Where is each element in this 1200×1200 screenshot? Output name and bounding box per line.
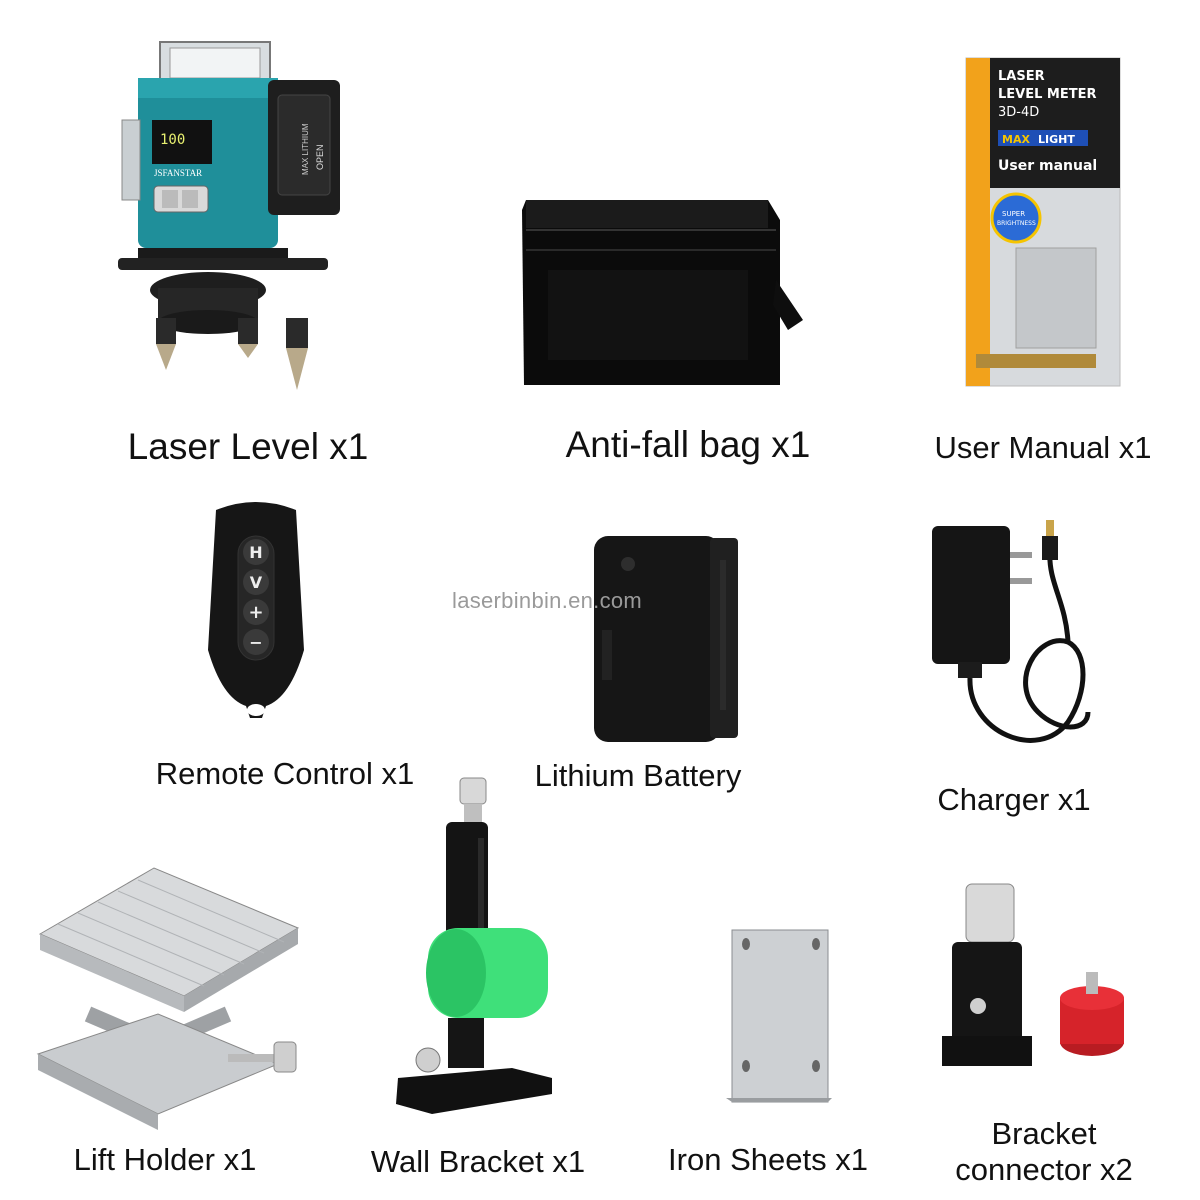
battery-label: Lithium Battery <box>534 758 742 793</box>
remote-control-product: H V + − <box>204 500 308 722</box>
iron-sheets-image <box>726 929 832 1103</box>
svg-text:MAX LITHIUM: MAX LITHIUM <box>301 123 310 175</box>
laser-level-label: Laser Level x1 <box>127 426 369 467</box>
svg-text:SUPER: SUPER <box>1002 210 1025 218</box>
svg-text:OPEN: OPEN <box>315 144 325 170</box>
svg-text:H: H <box>249 543 262 562</box>
svg-text:V: V <box>250 573 263 592</box>
svg-text:LASER: LASER <box>998 69 1045 84</box>
bracket-connector-label-line2: connector x2 <box>955 1151 1133 1187</box>
svg-text:LIGHT: LIGHT <box>1038 133 1075 146</box>
svg-text:LEVEL METER: LEVEL METER <box>998 87 1097 102</box>
remote-image: H V + − <box>208 502 304 718</box>
wall-bracket-image <box>396 777 552 1114</box>
lift-holder-label: Lift Holder x1 <box>73 1142 257 1177</box>
manual-image: LASER LEVEL METER 3D-4D MAX LIGHT User m… <box>965 57 1121 387</box>
user-manual-product: LASER LEVEL METER 3D-4D MAX LIGHT User m… <box>965 57 1121 387</box>
svg-text:User manual: User manual <box>998 158 1097 174</box>
bracket-connector-image <box>942 883 1124 1066</box>
wall-bracket-label: Wall Bracket x1 <box>370 1144 586 1179</box>
svg-text:−: − <box>249 633 262 652</box>
laser-level-product: 100 JSFANSTAR MAX LITHIUM OPEN <box>118 40 348 400</box>
charger-image <box>932 520 1091 743</box>
manual-label: User Manual x1 <box>934 430 1152 465</box>
wall-bracket-product <box>392 777 554 1120</box>
charger-label: Charger x1 <box>937 782 1091 817</box>
svg-text:+: + <box>248 602 263 623</box>
bag-image <box>522 200 803 385</box>
svg-text:MAX: MAX <box>1002 133 1030 146</box>
remote-label: Remote Control x1 <box>155 756 415 791</box>
svg-text:3D-4D: 3D-4D <box>998 105 1039 120</box>
svg-text:JSFANSTAR: JSFANSTAR <box>154 168 202 178</box>
bag-label: Anti-fall bag x1 <box>565 424 811 465</box>
svg-text:BRIGHTNESS: BRIGHTNESS <box>997 220 1036 227</box>
lift-holder-product <box>28 864 308 1134</box>
lift-holder-image <box>36 867 300 1130</box>
bracket-connector-label: Bracket connector x2 <box>942 1116 1146 1187</box>
lithium-battery-product <box>592 530 742 745</box>
iron-sheets-product <box>722 926 834 1106</box>
svg-text:100: 100 <box>160 132 185 148</box>
watermark-text: laserbinbin.en.com <box>452 588 643 613</box>
anti-fall-bag-product <box>518 190 808 390</box>
iron-sheets-label: Iron Sheets x1 <box>668 1142 868 1177</box>
laser-level-image: 100 JSFANSTAR MAX LITHIUM OPEN <box>118 41 340 390</box>
charger-product <box>928 512 1106 774</box>
bracket-connector-product <box>934 876 1126 1096</box>
battery-image <box>594 536 738 742</box>
bracket-connector-label-line1: Bracket <box>991 1116 1097 1151</box>
